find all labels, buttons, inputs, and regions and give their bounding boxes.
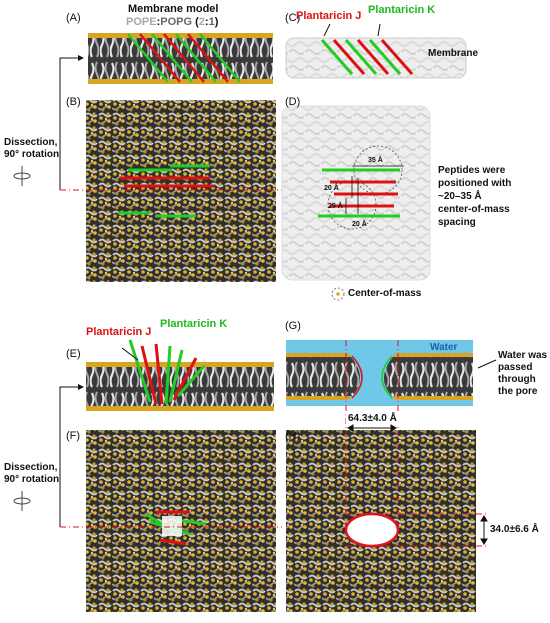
distance-35: 35 Å [368, 157, 383, 164]
center-of-mass-legend-icon [331, 287, 345, 301]
panel-label-a: (A) [66, 12, 81, 24]
pore-width-label: 64.3±4.0 Å [346, 413, 399, 424]
membrane-composition: POPE:POPG (2:1) [126, 16, 218, 28]
ratio-open: ( [192, 16, 199, 28]
ratio-pope: 2 [198, 16, 205, 28]
panel-c-membrane [285, 23, 467, 79]
plantaricin-j-label-e: Plantaricin J [86, 326, 152, 338]
membrane-model-title: Membrane model [128, 3, 219, 15]
dissection-arrow-top [59, 57, 82, 190]
rotation-icon-bottom [13, 491, 31, 511]
pope-label: POPE [126, 16, 157, 28]
water-label: Water [430, 342, 458, 353]
panel-a-membrane [88, 33, 273, 84]
center-of-mass-label: Center-of-mass [348, 288, 422, 299]
pore-height-dimension [480, 515, 488, 545]
water-note: Water was passed through the pore [498, 350, 547, 398]
popg-label: POPG [160, 16, 193, 28]
panel-g-water-system [286, 340, 473, 406]
dissection-text-bottom: Dissection, 90° rotation [4, 462, 59, 486]
panel-label-g: (G) [285, 320, 301, 332]
dissection-bottom-line1: Dissection, [4, 462, 58, 473]
composition-colon: : [156, 16, 161, 28]
dissection-bottom-line2: 90° rotation [4, 474, 60, 485]
panel-label-f: (F) [66, 430, 81, 442]
plantaricin-j-label-c: Plantaricin J [296, 10, 362, 22]
plantaricin-k-label-c: Plantaricin K [368, 4, 436, 16]
distance-20-a: 20 Å [324, 185, 339, 192]
ratio-popg: 1 [208, 16, 215, 28]
membrane-label: Membrane [428, 48, 479, 59]
panel-label-b: (B) [66, 96, 81, 108]
peptides-note-line5: spacing [438, 217, 476, 228]
panel-d-membrane [281, 105, 431, 281]
plantaricin-k-label-e: Plantaricin K [160, 318, 228, 330]
water-note-line1: Water was [498, 350, 548, 361]
panel-h-membrane [286, 430, 476, 612]
dissection-top-line2: 90° rotation [4, 149, 60, 160]
pore-height-label: 34.0±6.6 Å [490, 524, 539, 535]
distance-25: 25 Å [328, 203, 343, 210]
panel-label-d: (D) [285, 96, 301, 108]
rotation-icon-top [13, 166, 31, 186]
dissection-arrow-bottom [59, 386, 82, 527]
ratio-colon: : [204, 16, 209, 28]
water-note-arrow [477, 359, 497, 369]
pore-width-dimension [347, 424, 397, 432]
water-note-line3: through [498, 374, 536, 385]
panel-label-h: (H) [285, 430, 301, 442]
panel-b-membrane [86, 100, 276, 282]
dissection-top-line1: Dissection, [4, 137, 58, 148]
dissection-text-top: Dissection, 90° rotation [4, 137, 59, 161]
panel-e-membrane [86, 339, 274, 411]
peptides-note-line4: center-of-mass [438, 204, 510, 215]
water-note-line2: passed [498, 362, 533, 373]
peptides-note-line2: positioned with [438, 178, 512, 189]
distance-20-b: 20 Å [352, 221, 367, 228]
water-note-line4: the pore [498, 386, 538, 397]
ratio-close: ) [214, 16, 219, 28]
peptides-note-line1: Peptides were [438, 165, 506, 176]
panel-f-membrane [86, 430, 276, 612]
peptides-note-line3: ~20–35 Å [438, 191, 482, 202]
panel-label-c: (C) [285, 12, 301, 24]
pore-measurement-guides [345, 340, 488, 547]
panel-label-e: (E) [66, 348, 81, 360]
peptides-note: Peptides were positioned with ~20–35 Å c… [438, 164, 511, 229]
